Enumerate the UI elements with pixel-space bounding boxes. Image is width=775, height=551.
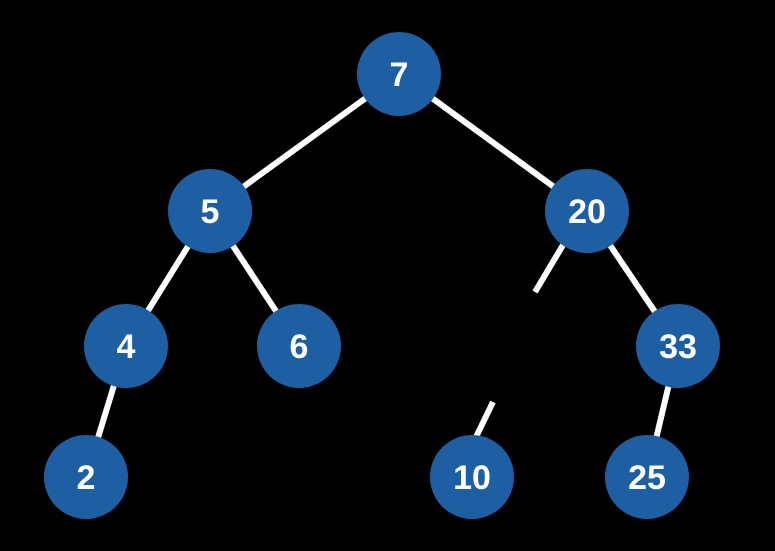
node-label: 6 <box>290 328 309 366</box>
tree-node-33: 33 <box>636 304 720 388</box>
node-circle <box>257 304 341 388</box>
node-circle <box>605 435 689 519</box>
tree-node-6: 6 <box>257 304 341 388</box>
node-label: 4 <box>117 328 136 366</box>
tree-node-5: 5 <box>168 169 252 253</box>
edge-20-33 <box>606 242 659 315</box>
node-label: 20 <box>568 193 606 231</box>
node-label: 10 <box>453 459 491 497</box>
node-label: 25 <box>628 459 666 497</box>
node-circle <box>636 304 720 388</box>
edges-layer <box>94 95 672 440</box>
tree-node-25: 25 <box>605 435 689 519</box>
tree-node-20: 20 <box>545 169 629 253</box>
node-circle <box>357 32 441 116</box>
node-circle <box>430 435 514 519</box>
edge-7-5 <box>240 95 369 190</box>
node-circle <box>84 304 168 388</box>
nodes-layer: 7 5 20 4 6 33 2 10 25 <box>44 32 720 519</box>
edge-20-10-seg1 <box>532 243 566 294</box>
node-circle <box>44 435 128 519</box>
tree-node-10: 10 <box>430 435 514 519</box>
tree-node-7: 7 <box>357 32 441 116</box>
tree-node-4: 4 <box>84 304 168 388</box>
node-circle <box>168 169 252 253</box>
edge-7-20 <box>429 95 557 190</box>
node-label: 7 <box>390 56 409 94</box>
node-label: 5 <box>201 193 220 231</box>
edge-33-25 <box>653 384 672 439</box>
edge-20-10-seg2 <box>473 400 496 439</box>
node-label: 2 <box>77 459 96 497</box>
node-circle <box>545 169 629 253</box>
tree-node-2: 2 <box>44 435 128 519</box>
edge-5-6 <box>229 242 280 315</box>
edge-5-4 <box>144 243 192 314</box>
node-label: 33 <box>659 328 697 366</box>
edge-4-2 <box>94 383 118 440</box>
